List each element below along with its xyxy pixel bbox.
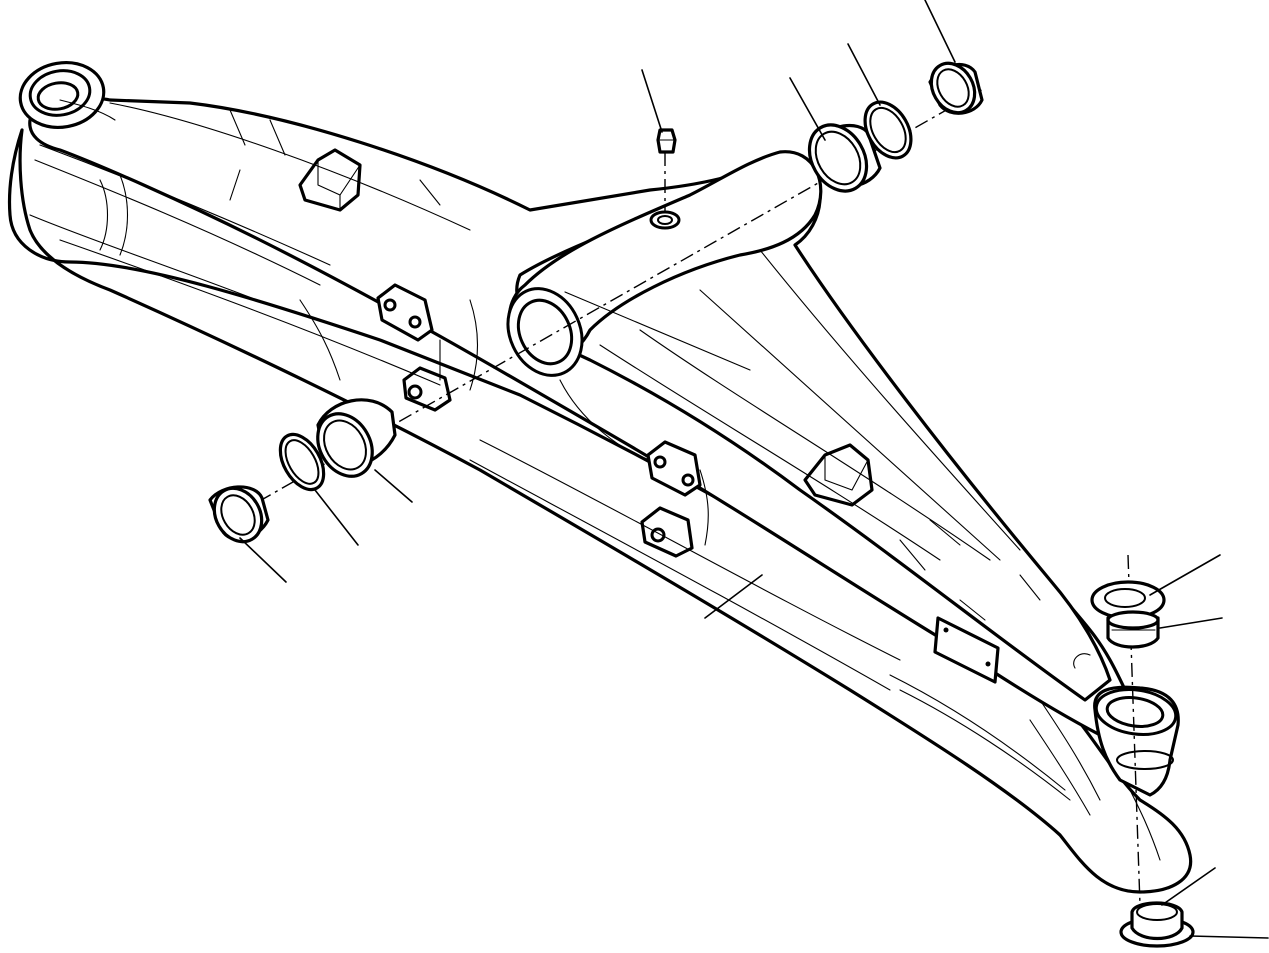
- stop-block-left-edge: [317, 159, 361, 196]
- leader-grease-fitting: [641, 69, 663, 133]
- leader-lines: [239, 0, 1269, 939]
- frame-casting-details: [29, 99, 1161, 861]
- left-eye-inner: [36, 81, 80, 111]
- nameplate: [933, 616, 1000, 684]
- mount-tab-c: [646, 440, 702, 497]
- leader-seal-front: [314, 489, 359, 546]
- thrust-washer-front: [208, 485, 270, 544]
- leader-thrust-washer-front: [239, 537, 287, 583]
- leader-bottom-bushing-lower: [1189, 935, 1269, 939]
- leader-top-flanged-bushing: [1159, 617, 1223, 629]
- bushing-front: [316, 398, 397, 478]
- frame-upper-beam: [28, 97, 1132, 742]
- axle-support-frame: [7, 61, 1193, 894]
- top-flanged-bushing: [1106, 610, 1160, 649]
- leader-bushing-rear: [789, 77, 826, 141]
- grease-port-inner: [657, 215, 673, 225]
- seal-rear: [863, 100, 913, 160]
- mount-tab-b: [402, 366, 452, 412]
- leader-top-flanged-washer: [1149, 554, 1221, 596]
- grease-port: [649, 210, 681, 230]
- frame-lower-beam: [7, 128, 1193, 894]
- right-eye-inner: [1105, 696, 1165, 728]
- thrust-washer-rear: [928, 61, 984, 115]
- leader-bottom-bushing-upper: [1161, 867, 1216, 906]
- leader-frame: [704, 574, 763, 619]
- pivot-bore-inner: [516, 298, 574, 366]
- mount-tab-a: [376, 283, 434, 342]
- bottom-flanged-bushing: [1119, 901, 1195, 948]
- leader-bushing-front: [374, 469, 413, 503]
- bushing-rear: [807, 123, 882, 193]
- stop-block-right-edge: [824, 454, 869, 491]
- grease-fitting: [656, 128, 677, 154]
- seal-front: [278, 432, 326, 492]
- right-eye-bottom-ring: [1116, 750, 1174, 770]
- leader-seal-rear: [847, 43, 881, 106]
- leader-thrust-washer-rear: [924, 0, 956, 63]
